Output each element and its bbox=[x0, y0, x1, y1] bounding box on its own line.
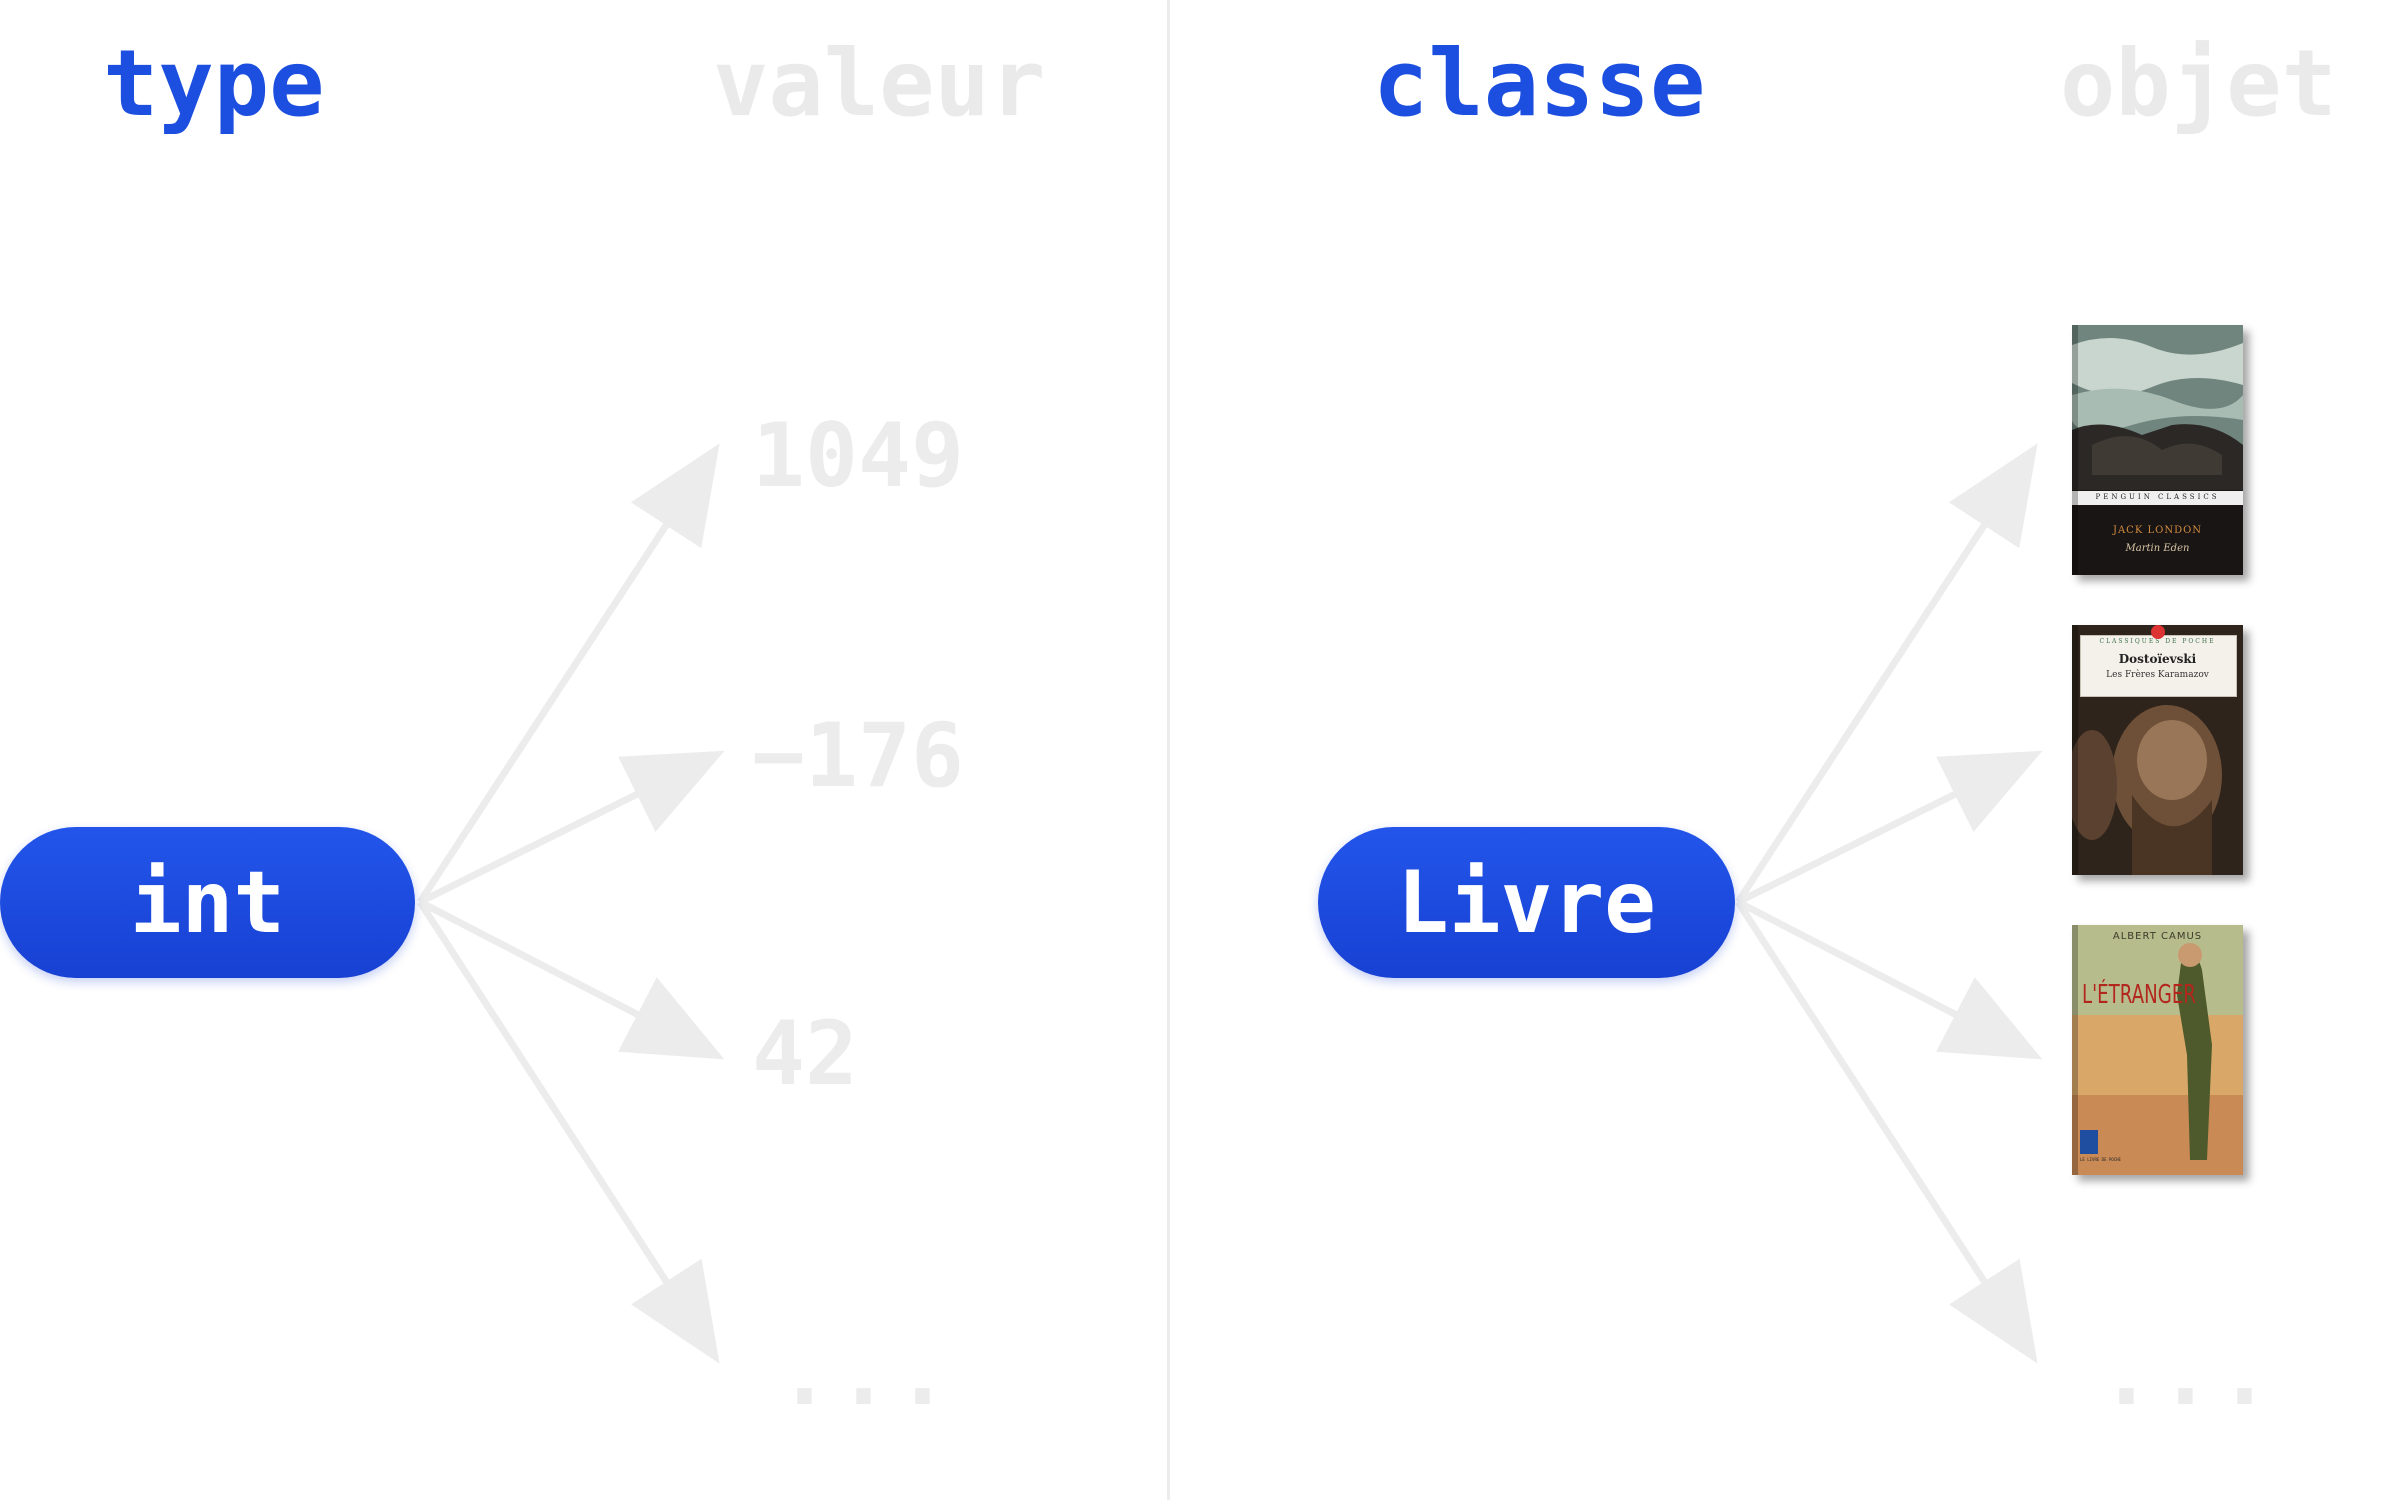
type-heading: type bbox=[103, 30, 325, 137]
publisher-label: PENGUIN CLASSICS bbox=[2095, 493, 2220, 501]
book-spine bbox=[2072, 625, 2078, 875]
class-heading: classe bbox=[1373, 30, 1706, 137]
publisher-logo-icon bbox=[2151, 625, 2165, 639]
value-neg176: −176 bbox=[752, 704, 964, 807]
publisher-label: LE LIVRE DE POCHE bbox=[2080, 1157, 2121, 1162]
book-cover-karamazov: CLASSIQUES DE POCHE Dostoïevski Les Frèr… bbox=[2072, 625, 2243, 875]
arrow-livre-ellipsis bbox=[1735, 900, 2038, 1364]
book-title: Les Frères Karamazov bbox=[2106, 670, 2209, 680]
book-author: ALBERT CAMUS bbox=[2112, 931, 2203, 942]
value-42: 42 bbox=[752, 1002, 858, 1105]
center-divider bbox=[1167, 0, 1170, 1500]
livre-class-pill: Livre bbox=[1318, 827, 1735, 978]
book-spine bbox=[2072, 925, 2078, 1175]
arrow-livre-book1 bbox=[1735, 443, 2038, 904]
book-title: L'ÉTRANGER bbox=[2082, 980, 2196, 1010]
value-ellipsis: ... bbox=[778, 1322, 955, 1425]
arrow-int-neg176 bbox=[418, 750, 725, 906]
object-ellipsis: ... bbox=[2100, 1322, 2277, 1425]
arrow-livre-book3 bbox=[1736, 898, 2043, 1060]
book-author: Dostoïevski bbox=[2118, 652, 2197, 666]
arrow-int-42 bbox=[418, 898, 725, 1060]
arrow-livre-book2 bbox=[1736, 750, 2043, 906]
sea-painting-image bbox=[2072, 325, 2243, 490]
int-type-pill: int bbox=[0, 827, 415, 978]
title-label-box bbox=[2080, 635, 2237, 697]
book-title: Martin Eden bbox=[2125, 543, 2190, 554]
publisher-label: CLASSIQUES DE POCHE bbox=[2099, 638, 2216, 645]
publisher-logo-icon bbox=[2080, 1130, 2098, 1154]
figure-painting-image bbox=[2072, 925, 2243, 1175]
book-cover-martin-eden: PENGUIN CLASSICS JACK LONDON Martin Eden bbox=[2072, 325, 2243, 575]
publisher-band bbox=[2072, 491, 2243, 505]
book-cover-etranger: ALBERT CAMUS L'ÉTRANGER LE LIVRE DE POCH… bbox=[2072, 925, 2243, 1175]
book-author: JACK LONDON bbox=[2112, 525, 2203, 536]
value-heading: valeur bbox=[713, 30, 1046, 137]
object-heading: objet bbox=[2060, 30, 2337, 137]
value-1049: 1049 bbox=[752, 404, 964, 507]
arrow-int-1049 bbox=[417, 443, 720, 904]
book-spine bbox=[2072, 325, 2078, 575]
arrow-int-ellipsis bbox=[417, 900, 720, 1364]
